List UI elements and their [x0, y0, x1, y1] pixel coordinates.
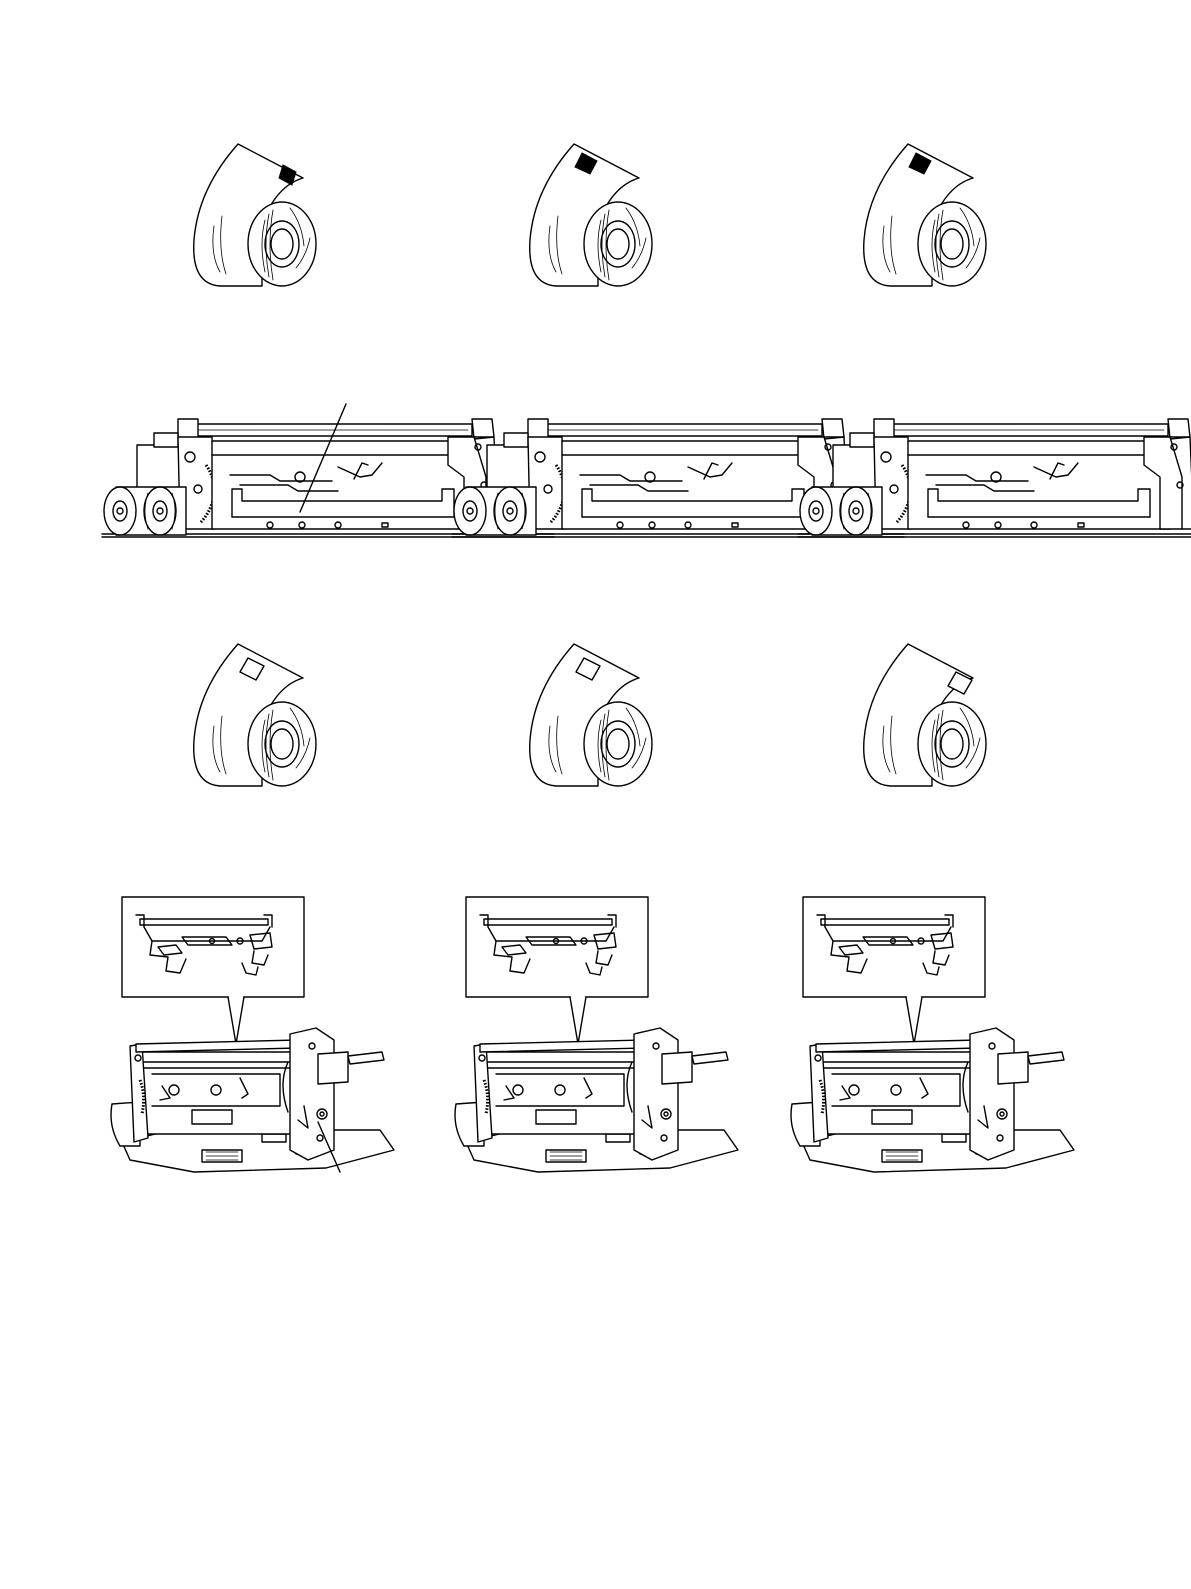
paper-roll-white-mark-3: [864, 644, 986, 786]
paper-roll-black-mark-2: [530, 144, 652, 286]
paper-roll-white-mark-1: [194, 644, 316, 786]
paper-roll-black-mark-1: [194, 144, 316, 286]
paper-roll-black-mark-3: [864, 144, 986, 286]
printer-mechanism-perspective-1: [111, 897, 394, 1172]
printer-mechanism-perspective-2: [455, 897, 738, 1172]
printer-mechanism-perspective-3: [791, 897, 1074, 1172]
paper-roll-white-mark-2: [530, 644, 652, 786]
printer-mechanism-side-3: [798, 419, 1191, 537]
